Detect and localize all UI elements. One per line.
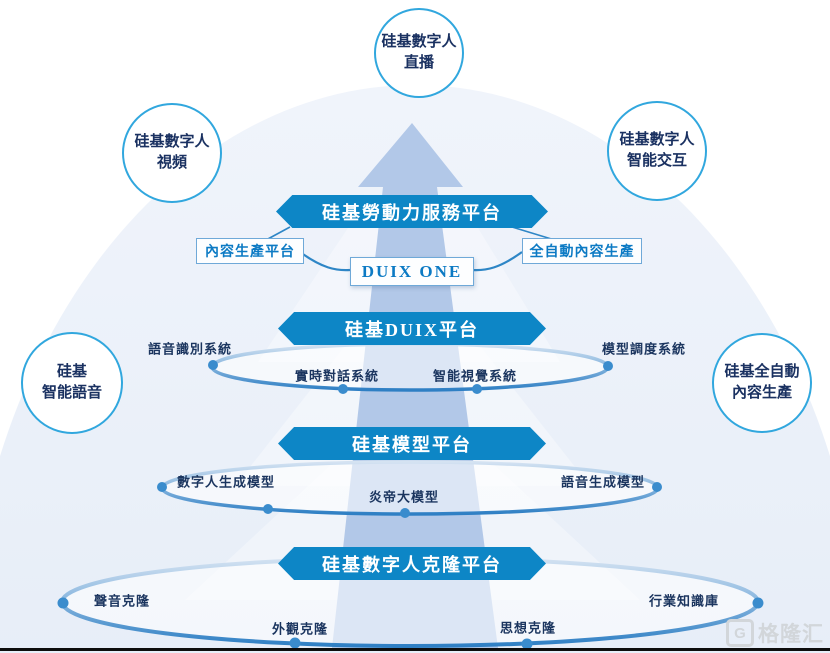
node-label-appearance-clone: 外觀克隆 [271,621,329,637]
node-dot [338,384,348,394]
banner-duix-platform: 硅基DUIX平台 [278,312,546,345]
connector-line [299,251,351,272]
node-dot [521,638,533,650]
node-dot [472,384,482,394]
circle-label: 硅基全自動 內容生產 [724,364,800,401]
node-label-model-scheduling: 模型調度系統 [601,341,687,357]
node-label-realtime-dialog: 實時對話系統 [294,368,380,384]
node-dot [400,508,410,518]
node-label-industry-knowledge-base: 行業知識庫 [648,593,720,609]
duix-platform-oval [210,342,610,392]
node-dot [263,504,273,514]
circle-label: 硅基數字人 視頻 [134,134,210,171]
watermark-text: 格隆汇 [758,623,824,646]
banner-label: 硅基數字人克隆平台 [322,554,502,575]
node-dot [157,482,167,492]
node-dot [57,597,69,609]
node-label-thought-clone: 思想克隆 [499,620,557,636]
node-label-voice-clone: 聲音克隆 [93,593,151,609]
box-label: DUIX ONE [361,261,463,281]
banner-label: 硅基模型平台 [352,434,472,455]
banner-label: 硅基勞動力服務平台 [322,202,502,223]
node-dot [208,360,218,370]
circle-intelligent-voice: 硅基 智能語音 [21,332,123,434]
gelonghui-logo-icon: G [726,619,754,647]
box-content-production-platform: 內容生產平台 [196,238,304,264]
node-label-digital-human-generation-model: 數字人生成模型 [176,474,276,490]
node-label-yandi-large-model: 炎帝大模型 [368,489,440,505]
box-full-auto-content-production: 全自動內容生產 [522,238,642,264]
circle-digital-human-live: 硅基數字人 直播 [374,8,464,98]
banner-labor-service-platform: 硅基勞動力服務平台 [276,195,548,228]
node-dot [752,597,764,609]
banner-clone-platform: 硅基數字人克隆平台 [278,547,546,580]
banner-model-platform: 硅基模型平台 [278,427,546,460]
box-label: 全自動內容生產 [529,245,635,260]
connector-line [471,251,523,272]
node-dot [652,482,662,492]
circle-label: 硅基數字人 直播 [381,34,457,71]
circle-label: 硅基 智能語音 [41,364,102,401]
circle-digital-human-interaction: 硅基數字人 智能交互 [607,101,707,201]
connector-line [265,226,291,241]
box-duix-one: DUIX ONE [350,257,474,286]
circle-auto-content-production: 硅基全自動 內容生產 [712,333,812,433]
node-dot [289,637,301,649]
gelonghui-watermark: G 格隆汇 [726,618,824,648]
node-label-intelligent-vision: 智能視覺系統 [432,368,518,384]
node-dot [603,361,613,371]
circle-digital-human-video: 硅基數字人 視頻 [122,103,222,203]
node-label-speech-recognition: 語音識別系統 [147,341,233,357]
node-label-voice-generation-model: 語音生成模型 [560,474,646,490]
banner-label: 硅基DUIX平台 [344,319,479,340]
circle-label: 硅基數字人 智能交互 [619,132,695,169]
box-label: 內容生產平台 [205,245,295,260]
bottom-border-bar [0,648,830,651]
